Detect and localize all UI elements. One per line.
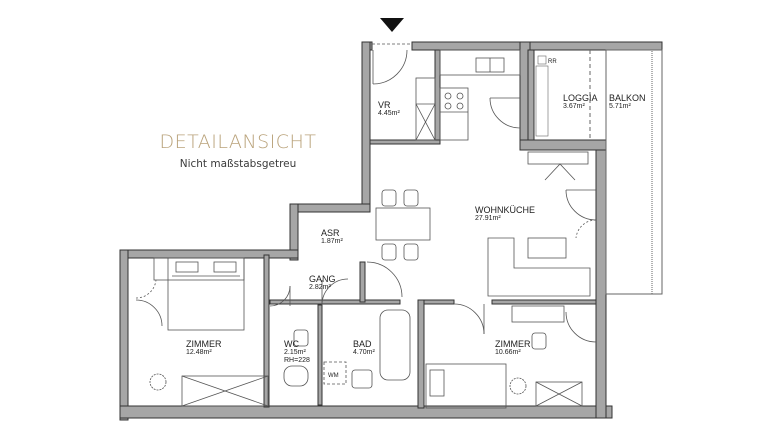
radiator-label: RR (548, 59, 557, 65)
page-subtitle: Nicht maßstabsgetreu (179, 158, 297, 170)
washing-machine-label: WM (328, 373, 339, 379)
page-title: DETAILANSICHT (159, 131, 317, 153)
entrance-arrow-icon (380, 18, 404, 32)
